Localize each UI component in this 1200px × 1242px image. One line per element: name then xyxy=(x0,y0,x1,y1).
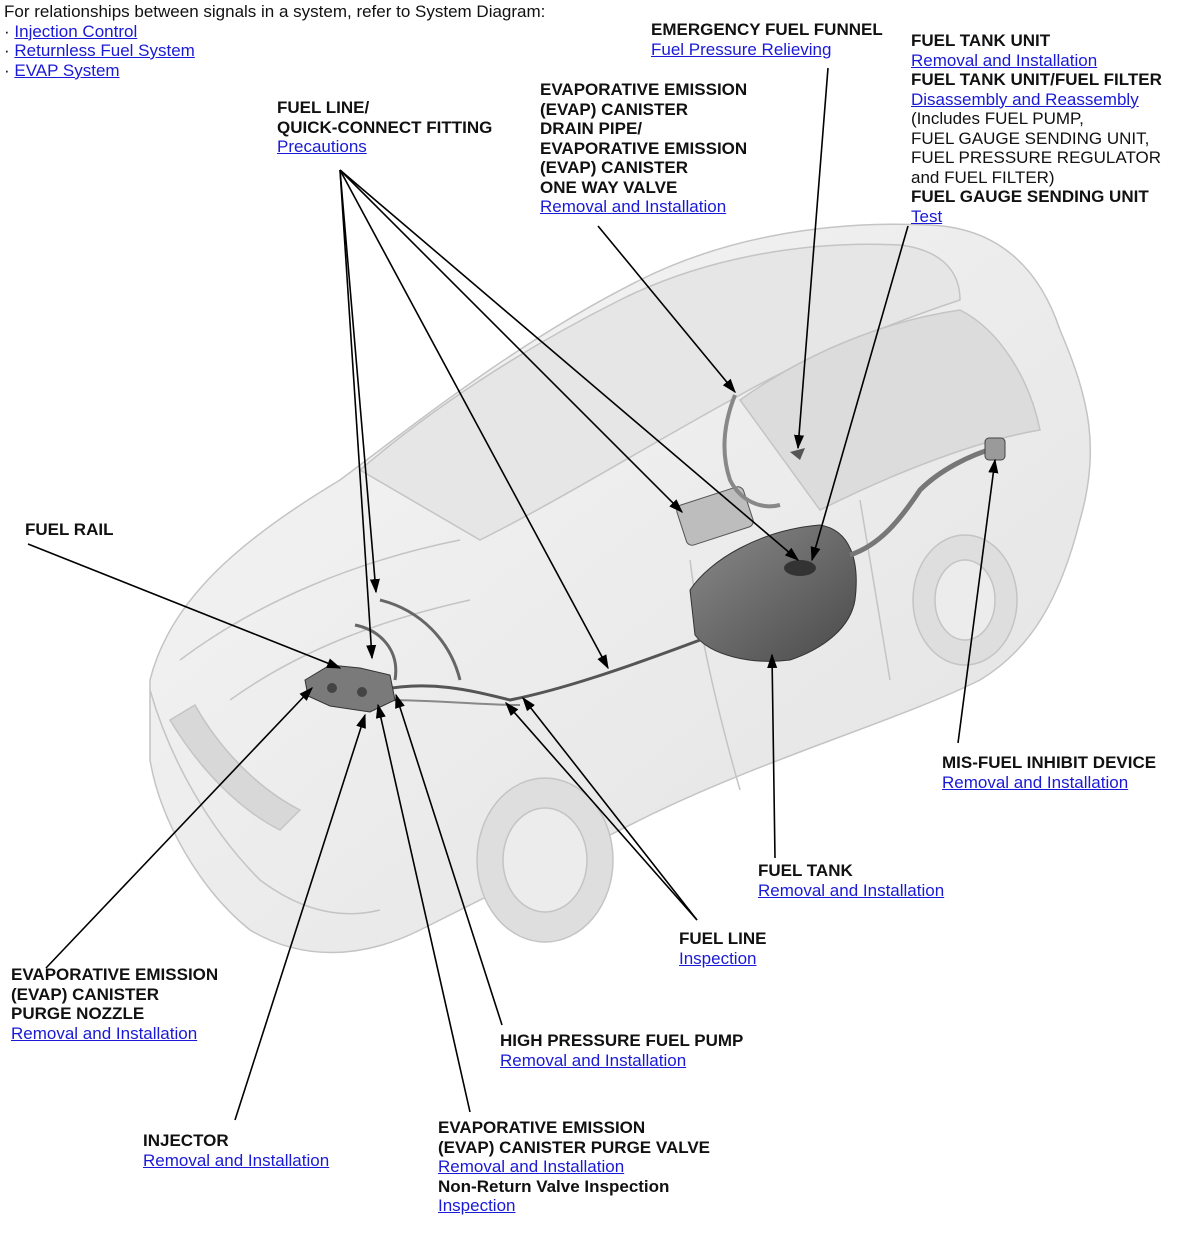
callout-evap-canister-drain: EVAPORATIVE EMISSION (EVAP) CANISTER DRA… xyxy=(540,80,747,217)
callout-mis-fuel: MIS-FUEL INHIBIT DEVICE Removal and Inst… xyxy=(942,753,1156,792)
callout-fuel-line-quick-connect: FUEL LINE/ QUICK-CONNECT FITTING Precaut… xyxy=(277,98,492,157)
callout-fuel-tank-unit: FUEL TANK UNIT Removal and Installation … xyxy=(911,31,1162,226)
callout-fuel-line: FUEL LINE Inspection xyxy=(679,929,767,968)
callout-injector: INJECTOR Removal and Installation xyxy=(143,1131,329,1170)
intro-link-item: · Returnless Fuel System xyxy=(4,41,195,60)
callout-title: FUEL RAIL xyxy=(25,520,114,539)
removal-installation-link[interactable]: Removal and Installation xyxy=(942,772,1129,792)
callout-title: EMERGENCY FUEL FUNNEL xyxy=(651,20,883,39)
link-injection-control[interactable]: Injection Control xyxy=(14,21,138,41)
callout-title: INJECTOR xyxy=(143,1131,229,1150)
removal-installation-link[interactable]: Removal and Installation xyxy=(11,1023,198,1043)
callout-purge-nozzle: EVAPORATIVE EMISSION (EVAP) CANISTER PUR… xyxy=(11,965,218,1043)
callout-emergency-funnel: EMERGENCY FUEL FUNNEL Fuel Pressure Reli… xyxy=(651,20,883,59)
test-link[interactable]: Test xyxy=(911,206,943,226)
car-body xyxy=(149,223,1092,954)
intro-text: For relationships between signals in a s… xyxy=(4,2,546,21)
intro-link-item: · Injection Control xyxy=(4,21,138,41)
precautions-link[interactable]: Precautions xyxy=(277,137,367,156)
evap-canister-shape xyxy=(676,486,754,546)
callout-title: MIS-FUEL INHIBIT DEVICE xyxy=(942,753,1157,772)
callout-title: FUEL LINE/ QUICK-CONNECT FITTING xyxy=(277,98,493,137)
callout-title: FUEL LINE xyxy=(679,929,767,948)
callout-title: FUEL TANK UNIT/FUEL FILTER xyxy=(911,70,1162,89)
removal-installation-link[interactable]: Removal and Installation xyxy=(911,50,1098,70)
removal-installation-link[interactable]: Removal and Installation xyxy=(540,197,727,216)
callout-note: (Includes FUEL PUMP, FUEL GAUGE SENDING … xyxy=(911,109,1162,187)
callout-title: EVAPORATIVE EMISSION (EVAP) CANISTER PUR… xyxy=(11,965,219,1023)
removal-installation-link[interactable]: Removal and Installation xyxy=(500,1050,687,1070)
removal-installation-link[interactable]: Removal and Installation xyxy=(143,1150,330,1170)
callout-fuel-tank: FUEL TANK Removal and Installation xyxy=(758,861,944,900)
filler-neck-shape xyxy=(984,437,1006,461)
leader-arrows xyxy=(27,67,999,1121)
callout-title: FUEL TANK UNIT xyxy=(911,31,1051,50)
inspection-link[interactable]: Inspection xyxy=(438,1196,516,1215)
removal-installation-link[interactable]: Removal and Installation xyxy=(438,1157,625,1176)
callout-hp-fuel-pump: HIGH PRESSURE FUEL PUMP Removal and Inst… xyxy=(500,1031,743,1070)
removal-installation-link[interactable]: Removal and Installation xyxy=(758,880,945,900)
intro-link-item: · EVAP System xyxy=(4,60,120,80)
fuel-pressure-relieving-link[interactable]: Fuel Pressure Relieving xyxy=(651,39,832,59)
inspection-link[interactable]: Inspection xyxy=(679,948,757,968)
callout-fuel-rail: FUEL RAIL xyxy=(25,520,113,540)
callout-purge-valve: EVAPORATIVE EMISSION (EVAP) CANISTER PUR… xyxy=(438,1118,710,1216)
link-evap-system[interactable]: EVAP System xyxy=(14,60,120,80)
callout-title: HIGH PRESSURE FUEL PUMP xyxy=(500,1031,744,1050)
disassembly-reassembly-link[interactable]: Disassembly and Reassembly xyxy=(911,89,1139,109)
link-returnless-fuel-system[interactable]: Returnless Fuel System xyxy=(14,41,195,60)
callout-subtitle: Non-Return Valve Inspection xyxy=(438,1176,670,1196)
system-diagram-intro: For relationships between signals in a s… xyxy=(4,2,545,80)
callout-title: FUEL TANK xyxy=(758,861,853,880)
callout-title: EVAPORATIVE EMISSION (EVAP) CANISTER DRA… xyxy=(540,80,748,197)
callout-title: FUEL GAUGE SENDING UNIT xyxy=(911,187,1149,206)
callout-title: EVAPORATIVE EMISSION (EVAP) CANISTER PUR… xyxy=(438,1118,711,1157)
